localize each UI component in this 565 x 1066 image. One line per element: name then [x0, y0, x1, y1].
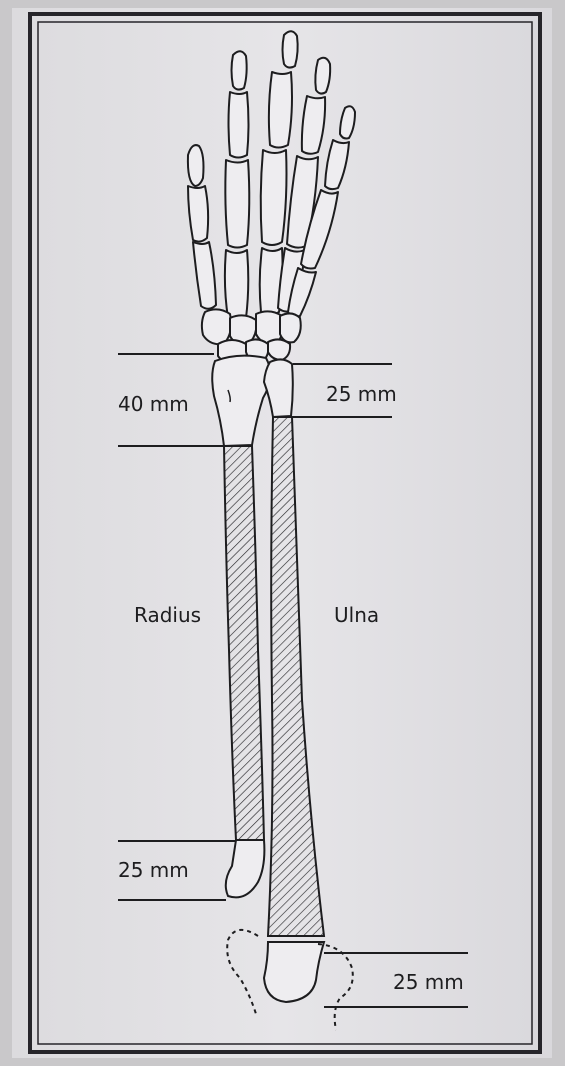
ulna-proximal-margin-label: 25 mm: [393, 972, 464, 992]
middle-distal-phalanx: [283, 31, 298, 67]
radius-distal-margin-label: 40 mm: [118, 394, 189, 414]
ulna-distal-margin-label: 25 mm: [326, 384, 397, 404]
ring-distal-phalanx: [315, 58, 330, 94]
index-proximal-phalanx: [225, 160, 249, 248]
index-middle-phalanx: [229, 92, 249, 158]
carpal-triquetrum: [268, 339, 290, 360]
index-metacarpal: [225, 250, 248, 321]
radius-label: Radius: [134, 605, 201, 625]
index-distal-phalanx: [232, 51, 247, 89]
radius-proximal-margin-label: 25 mm: [118, 860, 189, 880]
thumb-proximal-phalanx: [188, 186, 208, 242]
middle-middle-phalanx: [269, 72, 292, 148]
carpal-hamate: [280, 313, 301, 342]
middle-proximal-phalanx: [261, 150, 287, 245]
ulna-label: Ulna: [334, 605, 379, 625]
carpal-trapezium: [202, 309, 231, 344]
thumb-distal-phalanx: [188, 145, 204, 186]
